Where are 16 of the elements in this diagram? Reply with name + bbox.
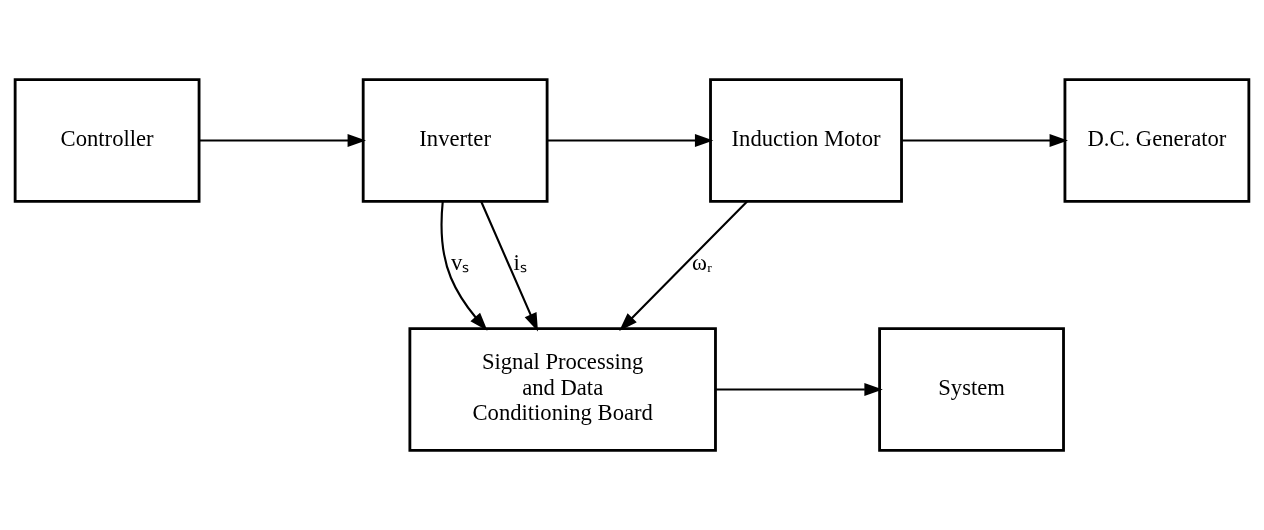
edge-label: iₛ (513, 250, 527, 276)
node-box: System (878, 327, 1065, 452)
node-box: Inverter (361, 78, 549, 203)
arrow (480, 201, 538, 332)
arrow (619, 200, 748, 331)
node-box: Controller (13, 78, 201, 203)
edge-label: ωᵣ (691, 250, 713, 276)
edge-label: vₛ (450, 250, 470, 276)
arrow (547, 134, 714, 147)
arrow (199, 134, 366, 147)
arrow (901, 134, 1068, 147)
arrow (440, 201, 488, 331)
node-box: Signal Processing and Data Conditioning Board (408, 327, 717, 452)
node-box: D.C. Generator (1063, 78, 1251, 203)
node-box: Induction Motor (709, 78, 903, 203)
arrow (715, 383, 883, 396)
